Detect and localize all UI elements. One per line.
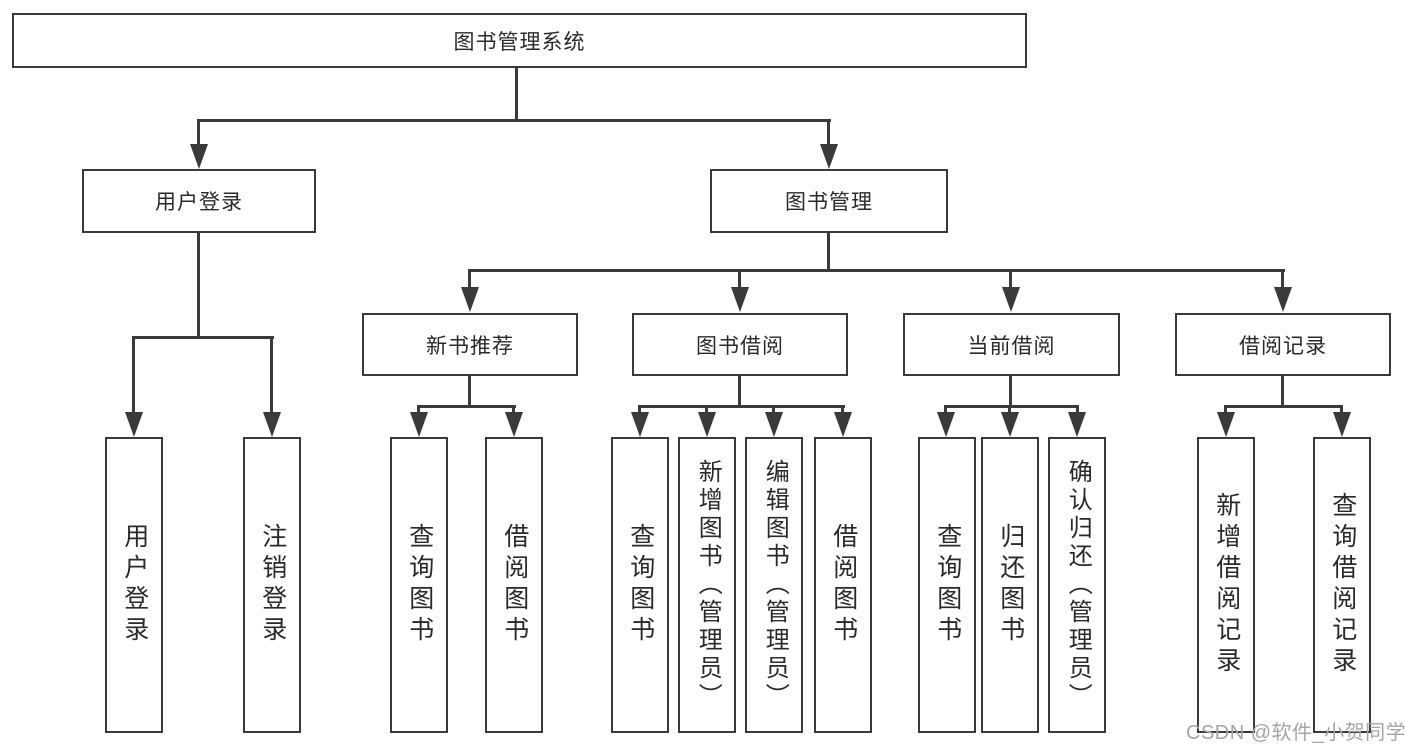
node-book-management: 图书管理 bbox=[710, 169, 948, 233]
leaf-current-query-book: 查询图书 bbox=[918, 437, 976, 733]
arrow-down-icon bbox=[263, 412, 281, 437]
arrow-down-icon bbox=[1002, 287, 1020, 312]
arrow-down-icon bbox=[1217, 412, 1235, 437]
arrow-down-icon bbox=[834, 412, 852, 437]
connector-vline bbox=[197, 233, 200, 338]
connector-vline bbox=[841, 405, 844, 417]
connector-vline bbox=[515, 68, 518, 122]
connector-vline bbox=[468, 269, 471, 291]
leaf-query-borrow-record-label: 查询借阅记录 bbox=[1328, 492, 1357, 678]
node-book-borrow-label: 图书借阅 bbox=[696, 334, 784, 358]
connector-vline bbox=[827, 119, 830, 147]
connector-vline bbox=[1340, 405, 1343, 417]
leaf-recommend-borrow-book-label: 借阅图书 bbox=[500, 523, 529, 647]
arrow-down-icon bbox=[1068, 412, 1086, 437]
leaf-user-login-label: 用户登录 bbox=[120, 523, 149, 647]
node-new-book-recommend-label: 新书推荐 bbox=[426, 334, 514, 358]
node-current-borrow-label: 当前借阅 bbox=[967, 334, 1056, 358]
leaf-add-book-admin-label: 新增图书（管理员） bbox=[694, 459, 722, 711]
connector-vline bbox=[827, 233, 830, 271]
leaf-return-book-label: 归还图书 bbox=[996, 523, 1025, 647]
connector-hline bbox=[638, 405, 845, 408]
connector-vline bbox=[1009, 269, 1012, 291]
arrow-down-icon bbox=[765, 412, 783, 437]
leaf-return-book: 归还图书 bbox=[981, 437, 1039, 733]
connector-vline bbox=[468, 376, 471, 407]
connector-vline bbox=[132, 336, 135, 414]
connector-vline bbox=[738, 269, 741, 291]
leaf-logout: 注销登录 bbox=[243, 437, 301, 733]
arrow-down-icon bbox=[820, 144, 838, 169]
node-borrow-records-label: 借阅记录 bbox=[1239, 334, 1327, 358]
connector-hline bbox=[197, 119, 831, 122]
node-borrow-records: 借阅记录 bbox=[1175, 313, 1391, 376]
connector-vline bbox=[944, 405, 947, 417]
leaf-borrow-query-book: 查询图书 bbox=[611, 437, 669, 733]
leaf-recommend-query-book: 查询图书 bbox=[390, 437, 448, 733]
node-current-borrow: 当前借阅 bbox=[903, 313, 1120, 376]
leaf-current-query-book-label: 查询图书 bbox=[933, 523, 962, 647]
leaf-query-borrow-record: 查询借阅记录 bbox=[1313, 437, 1371, 733]
connector-vline bbox=[1281, 376, 1284, 407]
watermark: CSDN @软件_小贺同学 bbox=[1186, 722, 1405, 744]
connector-vline bbox=[270, 336, 273, 414]
arrow-down-icon bbox=[125, 412, 143, 437]
node-book-borrow: 图书借阅 bbox=[632, 313, 848, 376]
leaf-add-book-admin: 新增图书（管理员） bbox=[678, 437, 736, 733]
connector-vline bbox=[197, 119, 200, 147]
connector-hline bbox=[1224, 405, 1343, 408]
leaf-user-login: 用户登录 bbox=[105, 437, 163, 733]
leaf-confirm-return-admin-label: 确认归还（管理员） bbox=[1064, 459, 1092, 711]
node-user-login-label: 用户登录 bbox=[155, 191, 243, 214]
node-root-label: 图书管理系统 bbox=[453, 30, 586, 54]
connector-hline bbox=[417, 405, 516, 408]
connector-vline bbox=[738, 376, 741, 407]
arrow-down-icon bbox=[505, 412, 523, 437]
node-user-login: 用户登录 bbox=[82, 169, 316, 233]
connector-vline bbox=[705, 405, 708, 417]
arrow-down-icon bbox=[461, 287, 479, 312]
connector-vline bbox=[1008, 405, 1011, 417]
node-new-book-recommend: 新书推荐 bbox=[362, 313, 578, 376]
arrow-down-icon bbox=[1274, 287, 1292, 312]
leaf-recommend-query-book-label: 查询图书 bbox=[405, 523, 434, 647]
connector-vline bbox=[417, 405, 420, 417]
arrow-down-icon bbox=[1333, 412, 1351, 437]
connector-vline bbox=[1009, 376, 1012, 407]
connector-vline bbox=[772, 405, 775, 417]
arrow-down-icon bbox=[1001, 412, 1019, 437]
arrow-down-icon bbox=[698, 412, 716, 437]
node-root: 图书管理系统 bbox=[12, 13, 1027, 68]
leaf-recommend-borrow-book: 借阅图书 bbox=[485, 437, 543, 733]
leaf-borrow-query-book-label: 查询图书 bbox=[626, 523, 655, 647]
connector-hline bbox=[468, 269, 1285, 272]
leaf-edit-book-admin: 编辑图书（管理员） bbox=[745, 437, 803, 733]
connector-hline bbox=[944, 405, 1078, 408]
connector-vline bbox=[1281, 269, 1284, 291]
leaf-logout-label: 注销登录 bbox=[258, 523, 287, 647]
leaf-borrow-book: 借阅图书 bbox=[814, 437, 872, 733]
leaf-add-borrow-record-label: 新增借阅记录 bbox=[1212, 492, 1241, 678]
arrow-down-icon bbox=[631, 412, 649, 437]
arrow-down-icon bbox=[410, 412, 428, 437]
connector-vline bbox=[1076, 405, 1079, 417]
connector-hline bbox=[132, 336, 274, 339]
arrow-down-icon bbox=[937, 412, 955, 437]
connector-vline bbox=[512, 405, 515, 417]
connector-vline bbox=[638, 405, 641, 417]
arrow-down-icon bbox=[731, 287, 749, 312]
connector-vline bbox=[1224, 405, 1227, 417]
leaf-edit-book-admin-label: 编辑图书（管理员） bbox=[761, 459, 789, 711]
arrow-down-icon bbox=[190, 144, 208, 169]
node-book-management-label: 图书管理 bbox=[785, 191, 873, 214]
leaf-add-borrow-record: 新增借阅记录 bbox=[1197, 437, 1255, 733]
leaf-confirm-return-admin: 确认归还（管理员） bbox=[1048, 437, 1106, 733]
leaf-borrow-book-label: 借阅图书 bbox=[829, 523, 858, 647]
